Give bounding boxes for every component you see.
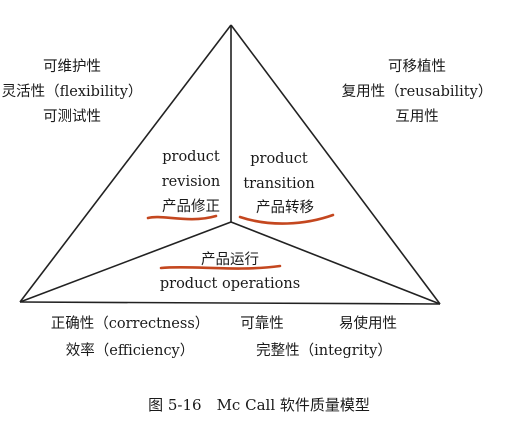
figure-caption: 图 5-16 Mc Call 软件质量模型 [148,396,370,414]
triangle-right-edge [230,24,441,305]
handwritten-underline-transition [238,213,335,225]
operations-label-en: product operations [159,276,301,292]
divider-to-right-corner [230,221,441,305]
handwritten-underline-revision [146,214,218,221]
factor-maintainability: 可维护性 [43,59,101,75]
transition-label-zh: 产品转移 [256,200,314,216]
revision-label-zh: 产品修正 [162,199,220,215]
factor-interoperability: 互用性 [395,109,439,125]
revision-label-line1: product [162,149,220,165]
factor-usability: 易使用性 [339,316,397,332]
factor-flexibility: 灵活性（flexibility） [1,84,143,100]
revision-label-line2: revision [161,174,221,190]
factor-reusability: 复用性（reusability） [341,84,493,100]
divider-to-left-corner [19,221,232,303]
factor-integrity: 完整性（integrity） [256,343,392,359]
factor-correctness: 正确性（correctness） [50,316,210,332]
operations-label-zh: 产品运行 [201,252,259,268]
factor-testability: 可测试性 [43,109,101,125]
factor-efficiency: 效率（efficiency） [65,343,195,359]
triangle-base-edge [19,301,441,305]
factor-portability: 可移植性 [388,59,446,75]
triangle-left-edge [19,24,232,303]
handwritten-underline-operations [159,264,282,270]
transition-label-line1: product [250,151,308,167]
factor-reliability: 可靠性 [240,316,284,332]
transition-label-line2: transition [243,176,315,192]
